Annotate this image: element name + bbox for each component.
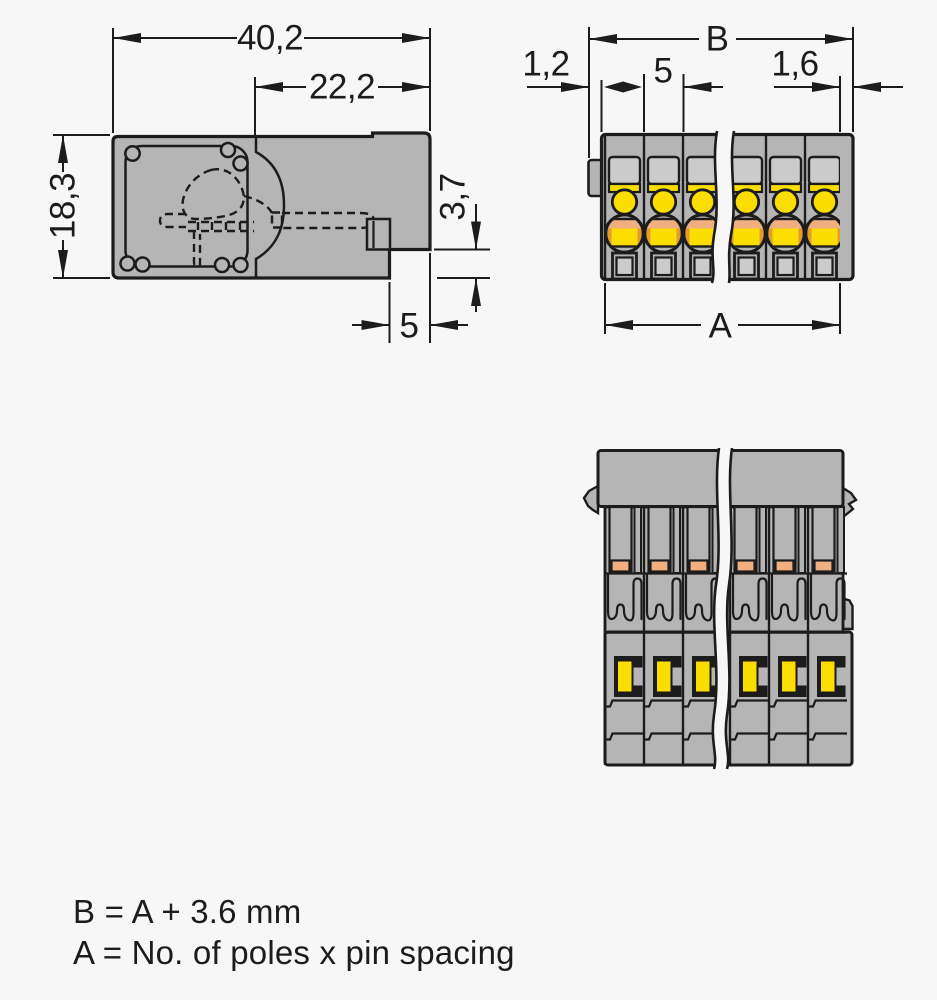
housing-body: [111, 131, 432, 280]
formula-line-2: A = No. of poles x pin spacing: [73, 934, 515, 971]
front-dim-pole-span-label: A: [709, 307, 733, 346]
front-dim-pitch-label: 5: [654, 52, 673, 91]
housing-right-wall: [840, 136, 852, 278]
formula-legend: B = A + 3.6 mm A = No. of poles x pin sp…: [73, 891, 515, 973]
latch-detail: [365, 217, 392, 251]
front-view-dimensions: [527, 27, 903, 334]
mounting-holes: [119, 141, 249, 274]
side-view-dimensions: [53, 28, 490, 343]
break-line-bottom: [711, 447, 734, 770]
side-dim-notch-label: 5: [400, 307, 419, 346]
left-latch-tab: [582, 483, 600, 516]
front-view: B 1,2 5 1,6 A: [522, 20, 903, 346]
front-dim-wall-label: 1,6: [771, 45, 818, 84]
side-dim-height-label: 18,3: [44, 173, 83, 239]
side-dim-step-label: 3,7: [434, 173, 473, 220]
front-dim-latch-label: 1,2: [522, 45, 569, 84]
break-line-front: [710, 130, 736, 284]
side-view: 40,2 22,2 18,3 3,7 5: [44, 19, 490, 346]
bottom-view: [582, 447, 858, 770]
front-dim-total-width-label: B: [706, 20, 729, 59]
side-dim-total-width-label: 40,2: [237, 19, 303, 58]
housing-profile-curve: [254, 135, 286, 278]
hidden-spring-mechanism: [158, 167, 376, 268]
clamp-unit-outline: [124, 144, 249, 268]
side-dim-right-section-label: 22,2: [309, 68, 375, 107]
formula-line-1: B = A + 3.6 mm: [73, 893, 302, 930]
